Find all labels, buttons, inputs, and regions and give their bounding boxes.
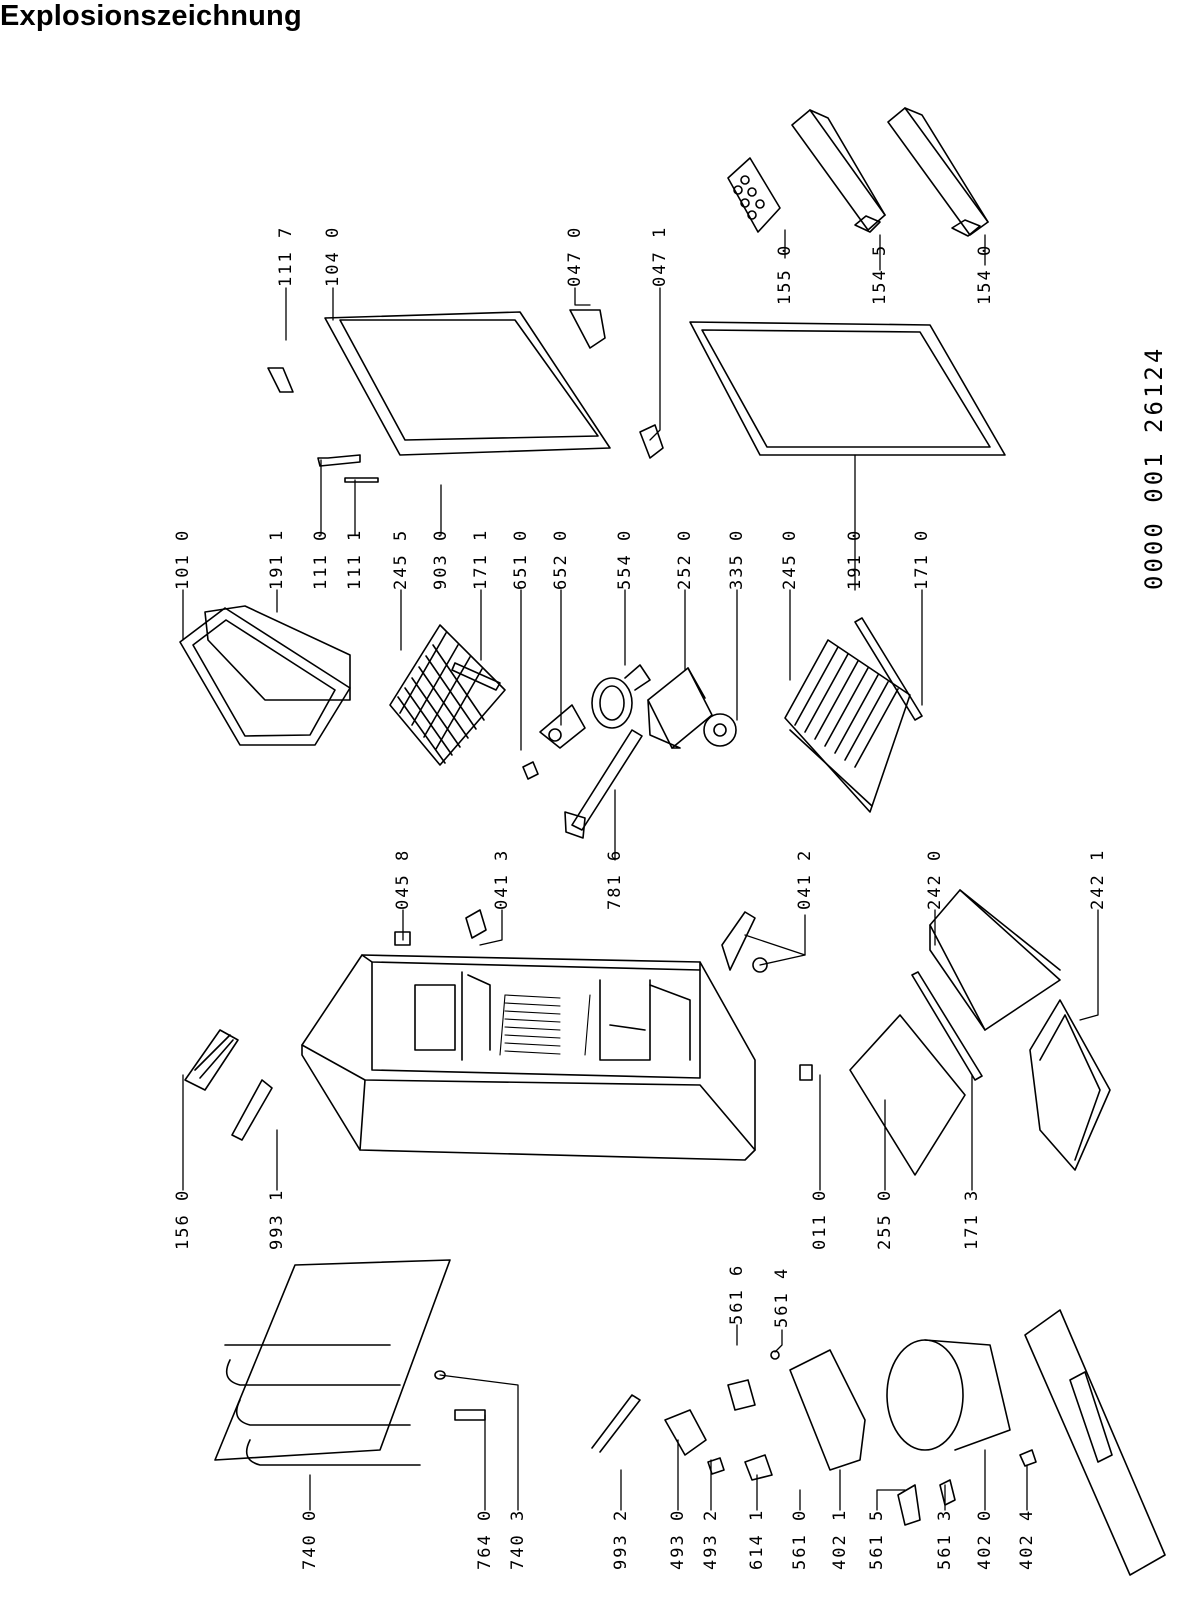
part-label: 554 0 bbox=[615, 528, 635, 590]
part-label: 993 2 bbox=[611, 1508, 631, 1570]
part-label: 245 0 bbox=[780, 528, 800, 590]
part-label: 047 0 bbox=[565, 225, 585, 287]
part-label: 111 7 bbox=[276, 225, 296, 287]
plug-740-3 bbox=[434, 1370, 446, 1380]
part-label: 171 1 bbox=[471, 528, 491, 590]
part-label: 903 0 bbox=[431, 528, 451, 590]
glass-shelf bbox=[849, 1014, 966, 1176]
cabinet-housing bbox=[301, 954, 756, 1161]
part-label: 047 1 bbox=[650, 225, 670, 287]
part-label: 101 0 bbox=[173, 528, 193, 590]
wire-shelf-upper bbox=[389, 624, 506, 766]
part-label: 651 0 bbox=[511, 528, 531, 590]
handle-111-7 bbox=[267, 367, 294, 393]
part-label: 402 4 bbox=[1017, 1508, 1037, 1570]
leader-lines bbox=[182, 229, 1099, 1511]
part-label: 245 5 bbox=[391, 528, 411, 590]
part-label: 561 0 bbox=[790, 1508, 810, 1570]
part-label: 561 5 bbox=[867, 1508, 887, 1570]
shelf-trim-lower bbox=[854, 617, 923, 721]
wire-shelf-lower bbox=[784, 639, 911, 813]
part-label: 493 2 bbox=[701, 1508, 721, 1570]
part-label: 614 1 bbox=[747, 1508, 767, 1570]
part-label: 191 0 bbox=[845, 528, 865, 590]
part-label: 041 2 bbox=[795, 848, 815, 910]
wire-993-2 bbox=[591, 1394, 641, 1453]
freezer-door bbox=[179, 605, 351, 746]
part-label: 191 1 bbox=[267, 528, 287, 590]
tray-402-1 bbox=[789, 1349, 866, 1471]
evaporator-fins bbox=[499, 994, 591, 1056]
part-label: 045 8 bbox=[393, 848, 413, 910]
part-label: 561 4 bbox=[772, 1266, 792, 1328]
part-label: 155 0 bbox=[775, 243, 795, 305]
bracket-561-5 bbox=[897, 1484, 921, 1526]
ice-tray bbox=[184, 1029, 239, 1091]
compressor-body bbox=[924, 1339, 1011, 1451]
shelf-trim-upper bbox=[451, 662, 501, 691]
part-label: 402 1 bbox=[830, 1508, 850, 1570]
hinge-041-2 bbox=[721, 911, 756, 971]
part-label: 561 6 bbox=[727, 1263, 747, 1325]
lamp-switch-041-3 bbox=[465, 909, 487, 939]
crisper-242-1 bbox=[1029, 999, 1111, 1171]
clip-561-6 bbox=[727, 1379, 756, 1411]
part-label: 561 3 bbox=[935, 1508, 955, 1570]
main-door bbox=[324, 311, 611, 456]
part-label: 041 3 bbox=[492, 848, 512, 910]
thermostat-assembly bbox=[522, 664, 651, 839]
clip-493-2 bbox=[707, 1457, 725, 1475]
hinge-047-1 bbox=[639, 424, 664, 459]
egg-tray bbox=[727, 157, 781, 233]
part-label: 111 0 bbox=[311, 528, 331, 590]
door-shelf-154-0 bbox=[887, 107, 989, 237]
bracket-111-0 bbox=[317, 454, 361, 467]
screw-561-4 bbox=[770, 1350, 780, 1360]
foot-011-0 bbox=[799, 1064, 813, 1081]
part-label: 011 0 bbox=[810, 1188, 830, 1250]
part-label: 156 0 bbox=[173, 1188, 193, 1250]
part-label: 171 0 bbox=[912, 528, 932, 590]
part-label: 652 0 bbox=[551, 528, 571, 590]
screw-561-3 bbox=[939, 1479, 956, 1506]
hinge-047-0 bbox=[569, 309, 606, 349]
part-label: 154 0 bbox=[975, 243, 995, 305]
part-label: 242 0 bbox=[925, 848, 945, 910]
filter-dryer bbox=[454, 1409, 486, 1421]
part-label: 335 0 bbox=[727, 528, 747, 590]
compressor bbox=[886, 1339, 964, 1451]
relay-614-1 bbox=[744, 1454, 773, 1481]
page-title: Explosionszeichnung bbox=[0, 0, 302, 32]
part-label: 242 1 bbox=[1088, 848, 1108, 910]
part-label: 111 1 bbox=[345, 528, 365, 590]
cover-493-0 bbox=[664, 1409, 707, 1456]
door-gasket bbox=[689, 321, 1006, 456]
part-label: 402 0 bbox=[975, 1508, 995, 1570]
strip-111-1 bbox=[344, 477, 379, 483]
shelf-trim-171-3 bbox=[911, 971, 983, 1081]
part-label: 255 0 bbox=[875, 1188, 895, 1250]
part-label: 493 0 bbox=[668, 1508, 688, 1570]
condenser-coil bbox=[214, 1259, 451, 1466]
part-label: 104 0 bbox=[323, 225, 343, 287]
door-shelf-154-5 bbox=[791, 109, 886, 233]
fan-housing bbox=[647, 667, 737, 749]
part-label: 740 0 bbox=[300, 1508, 320, 1570]
part-label: 781 6 bbox=[605, 848, 625, 910]
scraper-993-1 bbox=[231, 1079, 273, 1141]
part-label: 171 3 bbox=[962, 1188, 982, 1250]
lamp-socket-045-8 bbox=[394, 931, 411, 946]
part-label: 154 5 bbox=[870, 243, 890, 305]
part-label: 252 0 bbox=[675, 528, 695, 590]
part-label: 740 3 bbox=[508, 1508, 528, 1570]
part-label: 993 1 bbox=[267, 1188, 287, 1250]
grommet-402-4 bbox=[1019, 1449, 1037, 1467]
part-label: 764 0 bbox=[475, 1508, 495, 1570]
bushing-041-2 bbox=[752, 957, 768, 973]
base-plate-402-0 bbox=[1024, 1309, 1166, 1576]
crisper-242-0 bbox=[929, 889, 1061, 1031]
